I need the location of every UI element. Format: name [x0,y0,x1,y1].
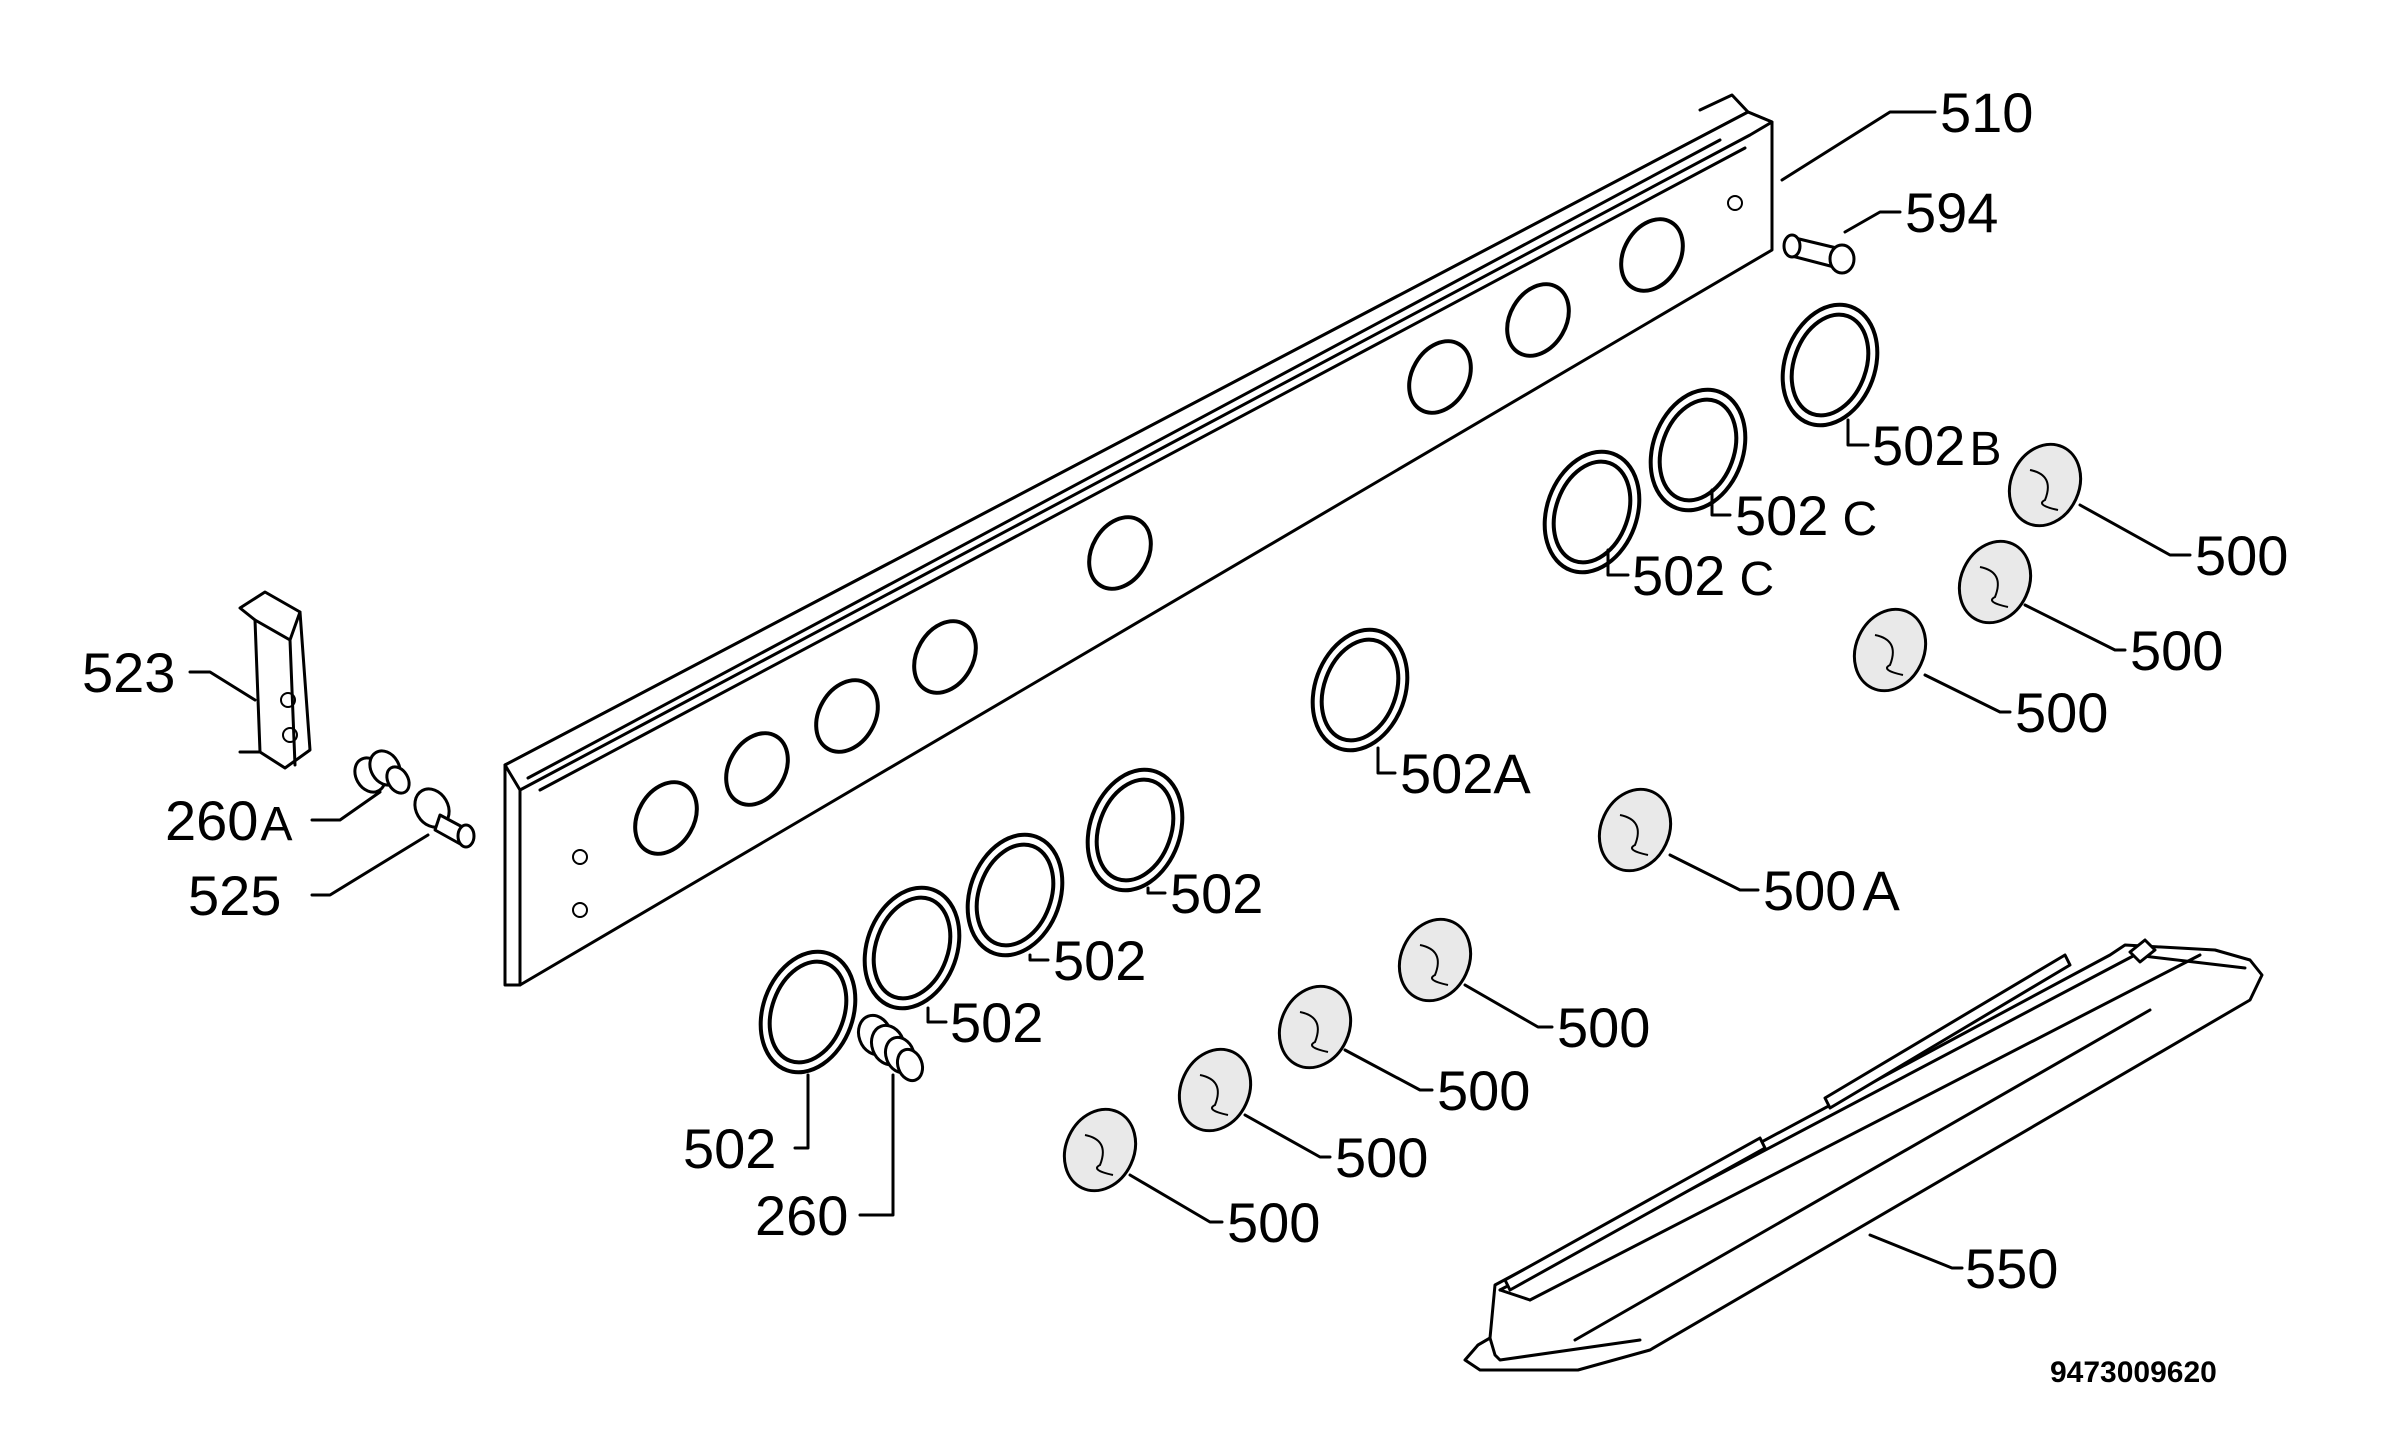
knob-icon [1177,1047,1253,1133]
knob-icon [1957,539,2033,625]
trim-ring-502A [1310,627,1410,753]
label-500-4: 500 [1557,996,1650,1059]
label-500-6: 500 [1335,1126,1428,1189]
label-502-4: 502 [683,1117,776,1180]
control-panel-510 [503,93,1774,987]
knob-icon [2007,442,2083,528]
label-594: 594 [1905,181,1998,244]
knobs-500 [1062,442,2083,1193]
label-500-3: 500 [2015,681,2108,744]
knob-icon [1397,917,1473,1003]
fitting-525 [413,787,476,849]
trim-rings-right [1542,302,1880,575]
panel-holes [572,195,1743,918]
trim-rings-502 [758,767,1185,1075]
knob-icon [1062,1107,1138,1193]
pin-594 [1782,233,1856,275]
label-500-7: 500 [1227,1191,1320,1254]
trim-strip-550 [1463,938,2264,1372]
label-502A: 502A [1400,742,1531,805]
leader-lines [188,110,2192,1270]
label-550: 550 [1965,1237,2058,1300]
label-502-3: 502 [950,991,1043,1054]
label-525: 525 [188,864,281,927]
label-502-1: 502 [1170,862,1263,925]
label-500-2: 500 [2130,619,2223,682]
spring-260 [856,1013,925,1083]
label-502B: 502B [1872,414,2001,477]
knob-icon [1597,787,1673,873]
bracket-523 [238,590,312,770]
knob-icon [1852,607,1928,693]
label-510: 510 [1940,81,2033,144]
drawing-code: 9473009620 [2050,1356,2217,1389]
label-523: 523 [82,641,175,704]
knob-icon [1277,984,1353,1070]
spring-260A [353,749,411,795]
label-260A: 260A [165,789,292,852]
label-500-5: 500 [1437,1059,1530,1122]
label-500-1: 500 [2195,524,2288,587]
label-260: 260 [755,1184,848,1247]
label-502-2: 502 [1053,929,1146,992]
